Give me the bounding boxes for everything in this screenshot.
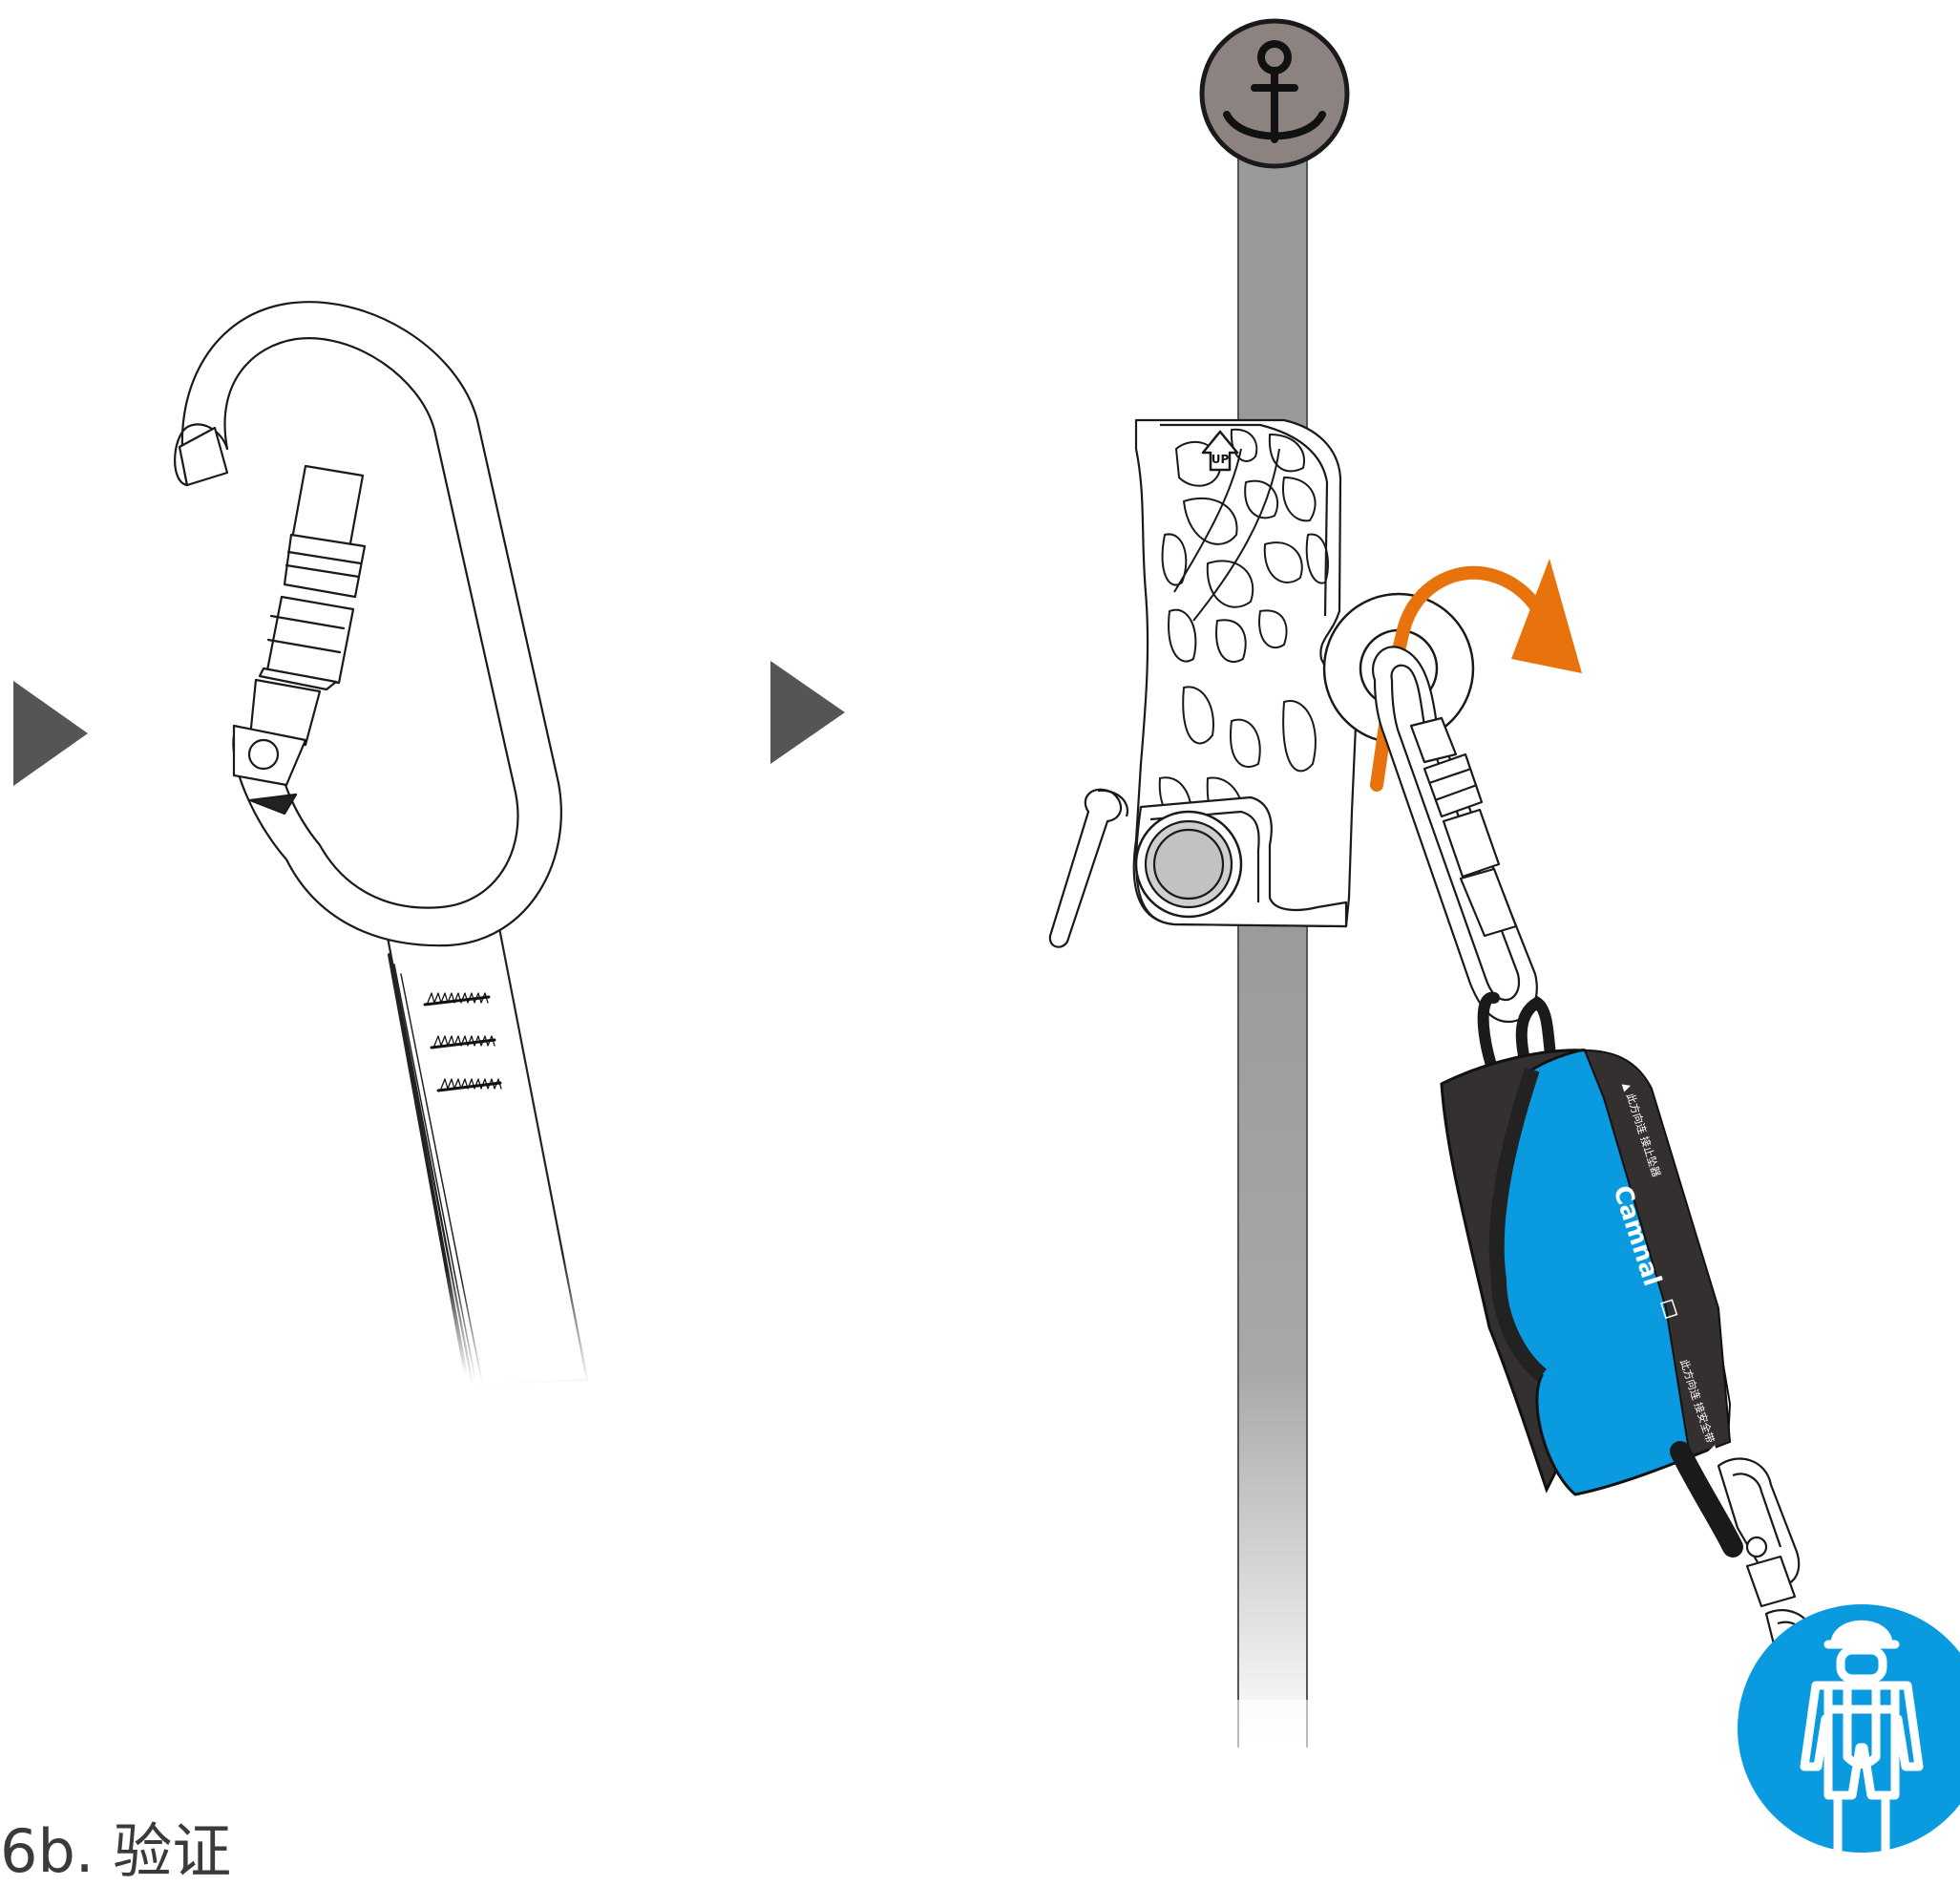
carabiner-frame bbox=[180, 301, 562, 947]
rope-grab-device: UP bbox=[1048, 418, 1475, 948]
carabiner-gate bbox=[232, 464, 367, 816]
worker-harness-icon bbox=[1738, 1604, 1960, 1862]
step-caption: 6b. 验证 bbox=[0, 1816, 232, 1886]
step-arrow-1 bbox=[13, 681, 88, 786]
book-icon bbox=[1660, 1299, 1678, 1320]
carabiner-sling-illustration bbox=[174, 301, 589, 1387]
up-arrow-icon: UP bbox=[1201, 430, 1239, 472]
connector-carabiner bbox=[1372, 646, 1538, 1024]
rope bbox=[1233, 143, 1312, 1757]
energy-absorber: ▲ 此方向连 接止坠器 Camnal 此方向连 接安全带 ▼ bbox=[1440, 991, 1743, 1558]
anchor-icon bbox=[1199, 18, 1350, 169]
step-arrow-2 bbox=[770, 661, 845, 764]
up-arrow-label: UP bbox=[1212, 453, 1230, 466]
